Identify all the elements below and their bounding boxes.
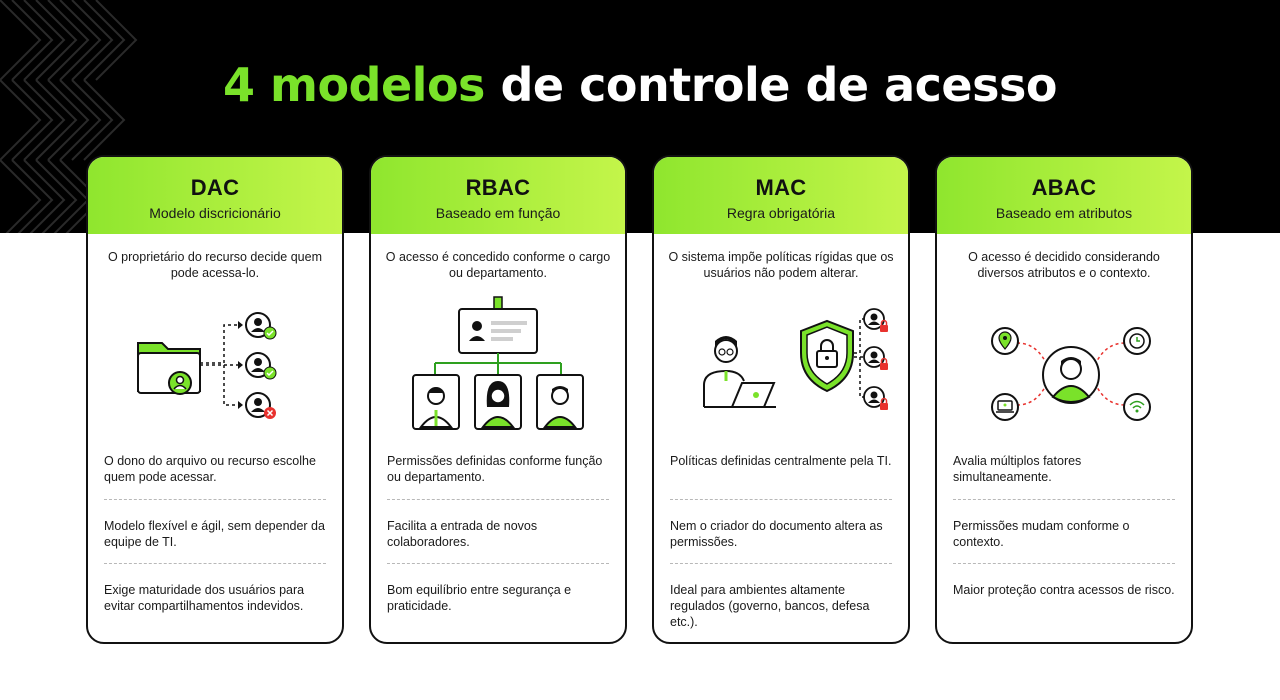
card-points: Políticas definidas centralmente pela TI…: [670, 453, 892, 629]
card-abbr: RBAC: [465, 175, 531, 200]
card-header: DAC Modelo discricionário: [88, 157, 342, 234]
card-points: Avalia múltiplos fatores simultaneamente…: [953, 453, 1175, 627]
card-point: Exige maturidade dos usuários para evita…: [104, 563, 326, 627]
folder-share-icon: [137, 312, 277, 419]
shield-lock-icon: [703, 308, 888, 410]
card-points: O dono do arquivo ou recurso escolhe que…: [104, 453, 326, 627]
card-point: Políticas definidas centralmente pela TI…: [670, 454, 892, 468]
card-header: RBAC Baseado em função: [371, 157, 625, 234]
page-title: 4 modelos de controle de acesso: [0, 58, 1280, 112]
card-point: Facilita a entrada de novos colaboradore…: [387, 499, 609, 563]
card-abac: ABAC Baseado em atributos O acesso é dec…: [935, 155, 1193, 644]
card-subtitle: Baseado em função: [435, 205, 561, 221]
card-header: MAC Regra obrigatória: [654, 157, 908, 234]
card-point: Bom equilíbrio entre segurança e pratici…: [387, 563, 609, 627]
card-rbac: RBAC Baseado em função O acesso é conced…: [369, 155, 627, 644]
card-subtitle: Modelo discricionário: [149, 205, 281, 221]
card-points: Permissões definidas conforme função ou …: [387, 453, 609, 627]
card-abbr: MAC: [755, 175, 807, 200]
title-highlight: 4 modelos: [223, 58, 485, 112]
card-point: Maior proteção contra acessos de risco.: [953, 563, 1175, 627]
title-rest: de controle de acesso: [500, 58, 1057, 112]
card-point: Avalia múltiplos fatores simultaneamente…: [953, 454, 1082, 484]
card-point: Permissões definidas conforme função ou …: [387, 454, 603, 484]
card-description: O proprietário do recurso decide quem po…: [107, 250, 322, 280]
org-chart-icon: [412, 296, 584, 430]
card-point: O dono do arquivo ou recurso escolhe que…: [104, 454, 316, 484]
card-header: ABAC Baseado em atributos: [937, 157, 1191, 234]
card-description: O sistema impõe políticas rígidas que os…: [668, 250, 894, 280]
card-description: O acesso é concedido conforme o cargo ou…: [385, 250, 611, 280]
card-point: Nem o criador do documento altera as per…: [670, 499, 892, 563]
card-point: Permissões mudam conforme o contexto.: [953, 499, 1175, 563]
card-point: Ideal para ambientes altamente regulados…: [670, 563, 892, 629]
card-subtitle: Regra obrigatória: [726, 205, 836, 221]
card-point: Modelo flexível e ágil, sem depender da …: [104, 499, 326, 563]
card-dac: DAC Modelo discricionário O proprietário…: [86, 155, 344, 644]
attributes-network-icon: [991, 327, 1151, 421]
card-mac: MAC Regra obrigatória O sistema impõe po…: [652, 155, 910, 644]
card-subtitle: Baseado em atributos: [995, 205, 1133, 221]
card-abbr: ABAC: [1031, 175, 1097, 200]
card-description: O acesso é decidido considerando diverso…: [968, 250, 1160, 280]
card-abbr: DAC: [190, 175, 240, 200]
